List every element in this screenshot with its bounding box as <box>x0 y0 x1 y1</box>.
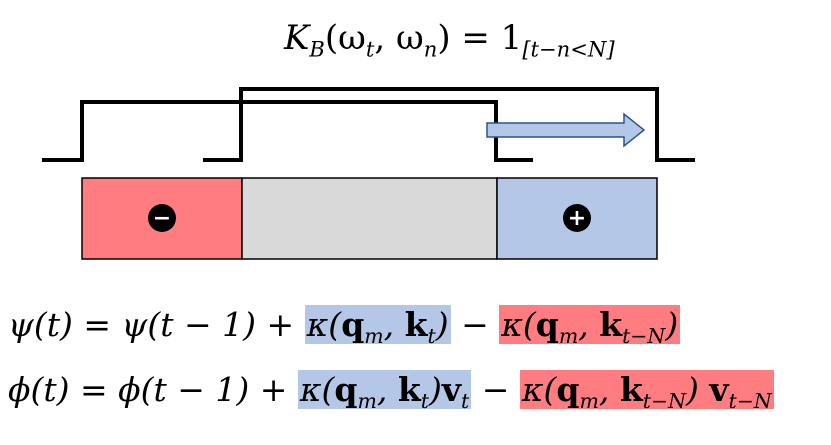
kernel-subscript: B <box>309 36 325 62</box>
psi-minus-term: κ(qm, kt−N) <box>499 305 681 349</box>
minus-icon <box>148 204 176 232</box>
kernel-arg2-sub: n <box>423 36 438 62</box>
phi-minus-term: κ(qm, kt−N) vt−N <box>519 370 774 414</box>
kernel-arg1-sub: t <box>365 36 375 62</box>
plus-icon <box>563 204 591 232</box>
window-pulse-new <box>203 87 695 162</box>
phi-plus-term: κ(qm, kt)vt <box>297 370 472 414</box>
kernel-comma: , ω <box>374 18 424 58</box>
psi-lhs: ψ(t) = ψ(t − 1) + <box>8 305 305 344</box>
phi-minus-sign: − <box>471 370 520 409</box>
kernel-condition: [t−n<N] <box>522 36 615 62</box>
psi-minus-sign: − <box>450 305 500 344</box>
kernel-symbol: K <box>284 18 310 58</box>
kernel-equation: KB(ωt, ωn) = 1[t−n<N] <box>284 18 615 61</box>
plus-label: + <box>568 206 586 231</box>
psi-equation: ψ(t) = ψ(t − 1) + κ(qm, kt) − κ(qm, kt−N… <box>8 305 681 349</box>
kernel-rhs: ) = 1 <box>437 18 523 58</box>
psi-plus-term: κ(qm, kt) <box>304 305 451 349</box>
phi-equation: ϕ(t) = ϕ(t − 1) + κ(qm, kt)vt − κ(qm, kt… <box>8 370 774 413</box>
minus-label: − <box>153 206 171 231</box>
window-pulse-old <box>42 100 533 162</box>
window-block <box>241 177 498 260</box>
kernel-args: (ω <box>324 18 366 58</box>
shift-arrow-icon <box>486 112 646 148</box>
phi-lhs: ϕ(t) = ϕ(t − 1) + <box>8 370 298 409</box>
